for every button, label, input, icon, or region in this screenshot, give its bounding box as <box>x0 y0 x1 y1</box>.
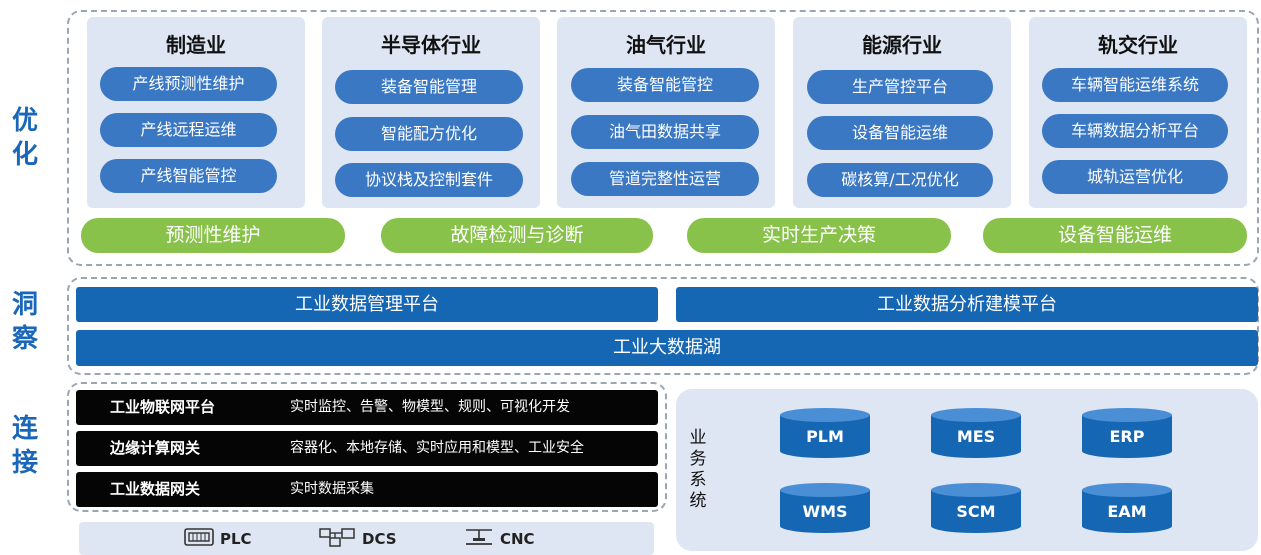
industry-item: 车辆智能运维系统 <box>1042 68 1228 102</box>
industry-title: 轨交行业 <box>1098 33 1178 57</box>
database-icon <box>780 483 870 533</box>
database-cylinder: ERP <box>1081 407 1173 459</box>
industry-item: 产线预测性维护 <box>100 67 277 101</box>
row-description: 实时数据采集 <box>290 481 374 497</box>
industry-item: 碳核算/工况优化 <box>807 163 993 197</box>
device-label: PLC <box>220 529 252 548</box>
industry-title: 能源行业 <box>862 33 942 57</box>
layer-label-connect-text: 连接 <box>11 414 38 478</box>
capability-pill: 设备智能运维 <box>983 218 1247 253</box>
industrial-data-lake: 工业大数据湖 <box>76 330 1258 366</box>
industry-item: 城轨运营优化 <box>1042 160 1228 194</box>
device-plc: PLC <box>184 522 252 555</box>
row-name: 工业数据网关 <box>110 480 201 498</box>
system-label: WMS <box>802 502 848 521</box>
industry-title: 油气行业 <box>626 33 706 57</box>
industry-item: 管道完整性运营 <box>571 162 759 196</box>
industry-item: 智能配方优化 <box>335 117 523 151</box>
device-label: DCS <box>362 529 397 548</box>
analytics-modeling-platform: 工业数据分析建模平台 <box>676 287 1258 322</box>
cnc-icon <box>464 527 494 551</box>
device-dcs: DCS <box>318 522 397 555</box>
industry-item: 车辆数据分析平台 <box>1042 114 1228 148</box>
business-systems-label: 业务系统 <box>689 428 707 511</box>
industry-card-energy: 能源行业 生产管控平台 设备智能运维 碳核算/工况优化 <box>793 17 1011 208</box>
row-name: 工业物联网平台 <box>110 398 216 416</box>
edge-gateway-row: 边缘计算网关 容器化、本地存储、实时应用和模型、工业安全 <box>76 431 658 466</box>
database-icon <box>780 408 870 458</box>
device-strip <box>79 522 654 555</box>
row-description: 实时监控、告警、物模型、规则、可视化开发 <box>290 399 570 415</box>
data-management-platform: 工业数据管理平台 <box>76 287 658 322</box>
industry-item: 装备智能管控 <box>571 68 759 102</box>
row-name: 边缘计算网关 <box>110 439 201 457</box>
database-cylinder: MES <box>930 407 1022 459</box>
industry-title: 制造业 <box>166 33 226 57</box>
system-label: SCM <box>956 502 996 521</box>
system-label: PLM <box>806 427 844 446</box>
database-icon <box>931 408 1021 458</box>
database-icon <box>1082 483 1172 533</box>
dcs-icon <box>318 526 356 552</box>
layer-label-insight-text: 洞察 <box>11 290 38 354</box>
insight-layer-frame <box>67 277 1259 375</box>
layer-label-connect: 连接 <box>8 412 42 480</box>
layer-label-optimize: 优化 <box>8 104 42 172</box>
industry-item: 协议栈及控制套件 <box>335 163 523 197</box>
database-cylinder: EAM <box>1081 482 1173 534</box>
capability-pill: 故障检测与诊断 <box>381 218 653 253</box>
industry-card-manufacturing: 制造业 产线预测性维护 产线远程运维 产线智能管控 <box>87 17 305 208</box>
industry-item: 油气田数据共享 <box>571 115 759 149</box>
device-label: CNC <box>500 529 535 548</box>
system-label: EAM <box>1107 502 1147 521</box>
system-label: MES <box>956 427 996 446</box>
device-cnc: CNC <box>464 522 535 555</box>
database-icon <box>1082 408 1172 458</box>
layer-label-optimize-char1: 优化 <box>11 106 38 170</box>
iot-platform-row: 工业物联网平台 实时监控、告警、物模型、规则、可视化开发 <box>76 390 658 425</box>
database-cylinder: SCM <box>930 482 1022 534</box>
system-label: ERP <box>1109 427 1145 446</box>
industry-card-semiconductor: 半导体行业 装备智能管理 智能配方优化 协议栈及控制套件 <box>322 17 540 208</box>
industry-title: 半导体行业 <box>381 33 481 57</box>
industry-item: 产线智能管控 <box>100 159 277 193</box>
optimize-layer-frame <box>67 10 1259 266</box>
connect-layer-frame <box>67 382 667 512</box>
database-cylinder: PLM <box>779 407 871 459</box>
data-gateway-row: 工业数据网关 实时数据采集 <box>76 472 658 507</box>
industry-item: 生产管控平台 <box>807 70 993 104</box>
row-description: 容器化、本地存储、实时应用和模型、工业安全 <box>290 440 584 456</box>
capability-pill: 实时生产决策 <box>687 218 951 253</box>
industry-card-rail: 轨交行业 车辆智能运维系统 车辆数据分析平台 城轨运营优化 <box>1029 17 1247 208</box>
industry-item: 装备智能管理 <box>335 70 523 104</box>
industry-item: 设备智能运维 <box>807 116 993 150</box>
industry-card-oil-gas: 油气行业 装备智能管控 油气田数据共享 管道完整性运营 <box>557 17 775 208</box>
database-cylinder: WMS <box>779 482 871 534</box>
layer-label-insight: 洞察 <box>8 288 42 356</box>
database-icon <box>931 483 1021 533</box>
plc-icon <box>184 527 214 551</box>
industry-item: 产线远程运维 <box>100 113 277 147</box>
capability-pill: 预测性维护 <box>81 218 345 253</box>
